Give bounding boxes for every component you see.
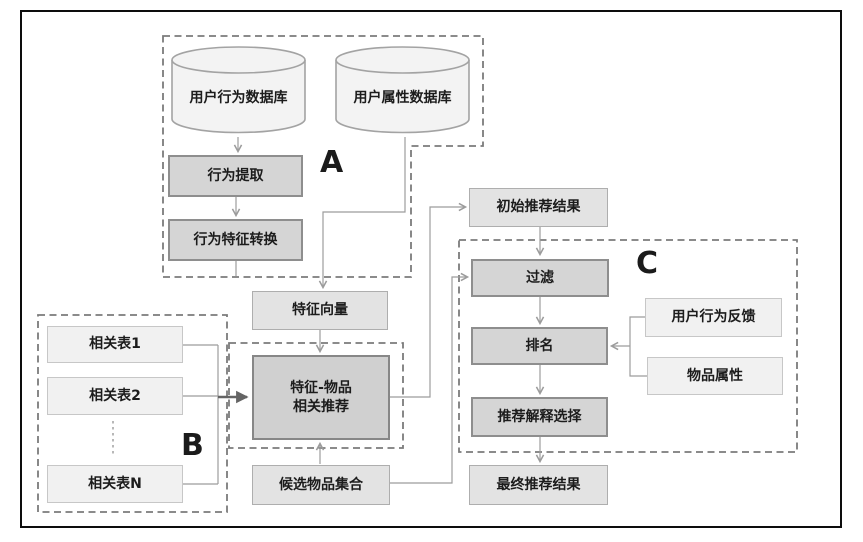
node-label: 用户属性数据库 — [353, 90, 452, 106]
node-user-attribute-db: 用户属性数据库 — [334, 45, 471, 137]
edge-core-to-initial-results — [390, 202, 468, 398]
node-ranking: 排名 — [471, 327, 608, 365]
node-item-attributes: 物品属性 — [647, 357, 783, 395]
group-label-a: A — [320, 145, 344, 180]
node-label: 用户行为数据库 — [189, 90, 288, 106]
group-label-b: B — [181, 428, 204, 463]
node-explanation-selection: 推荐解释选择 — [471, 397, 608, 437]
node-related-table-1: 相关表1 — [47, 326, 183, 363]
group-label-c: C — [636, 246, 659, 281]
edge-attributedb-to-feature-vector — [318, 137, 406, 290]
node-feature-item-recommendation: 特征-物品 相关推荐 — [252, 355, 390, 440]
region-core-outline — [228, 342, 404, 449]
node-user-behavior-db: 用户行为数据库 — [170, 45, 307, 137]
node-related-table-2: 相关表2 — [47, 377, 183, 415]
node-initial-results: 初始推荐结果 — [469, 188, 608, 227]
node-behavior-feature-conversion: 行为特征转换 — [168, 219, 303, 261]
node-filter: 过滤 — [471, 259, 609, 297]
node-feature-vector: 特征向量 — [252, 291, 388, 330]
cylinder-shape — [171, 46, 306, 134]
region-b-outline — [37, 314, 228, 513]
edge-candidates-to-filter — [390, 272, 470, 484]
cylinder-shape — [335, 46, 470, 134]
outer-frame — [20, 10, 842, 528]
node-behavior-extraction: 行为提取 — [168, 155, 303, 197]
node-final-results: 最终推荐结果 — [469, 465, 608, 505]
region-c-outline — [458, 239, 798, 453]
node-user-behavior-feedback: 用户行为反馈 — [645, 298, 782, 337]
node-candidate-item-set: 候选物品集合 — [252, 465, 390, 505]
node-related-table-n: 相关表N — [47, 465, 183, 503]
region-a-outline — [162, 35, 484, 278]
